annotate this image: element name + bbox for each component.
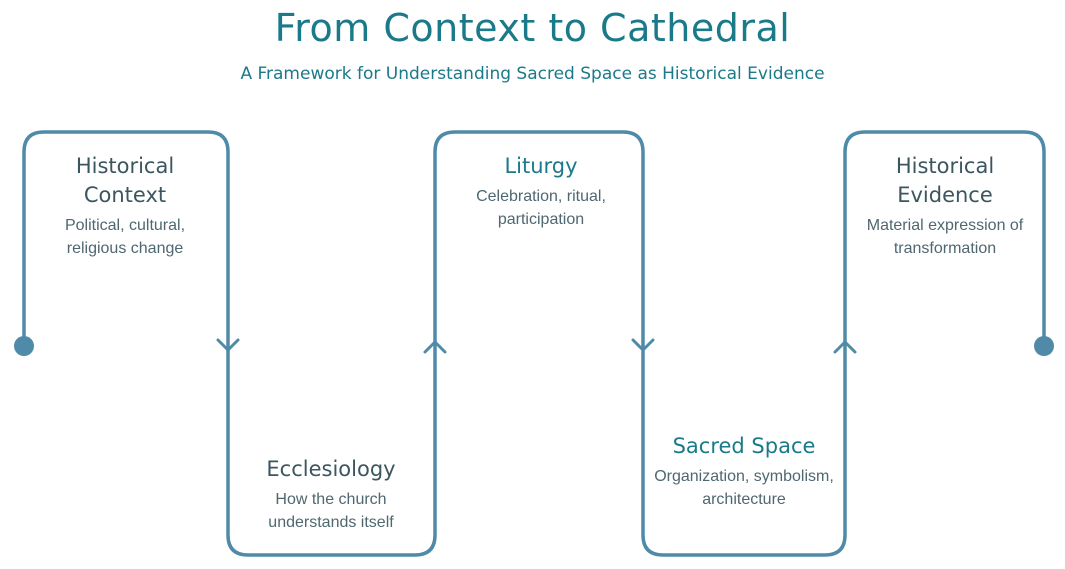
arrow-down-icon [216, 338, 240, 352]
end-dot [1034, 336, 1054, 356]
stage-historical-context: Historical Context Political, cultural, … [35, 152, 215, 260]
stage-title: Historical Evidence [895, 154, 995, 207]
arrow-down-icon [631, 338, 655, 352]
stage-description: Organization, symbolism, architecture [654, 468, 834, 508]
diagram-title: From Context to Cathedral [274, 6, 791, 50]
arrow-up-icon [833, 340, 857, 354]
stage-description: How the church understands itself [268, 491, 394, 531]
start-dot [14, 336, 34, 356]
stage-description: Material expression of transformation [866, 217, 1024, 257]
stage-ecclesiology: Ecclesiology How the church understands … [241, 455, 421, 534]
stage-description: Celebration, ritual, participation [476, 188, 606, 228]
arrow-up-icon [423, 340, 447, 354]
diagram-subtitle: A Framework for Understanding Sacred Spa… [240, 64, 825, 84]
stage-title: Liturgy [504, 154, 578, 178]
serpentine-connector [22, 130, 1046, 557]
stage-sacred-space: Sacred Space Organization, symbolism, ar… [654, 432, 834, 511]
stage-description: Political, cultural, religious change [64, 217, 186, 257]
stage-title: Ecclesiology [266, 457, 396, 481]
stage-historical-evidence: Historical Evidence Material expression … [855, 152, 1035, 260]
stage-title: Sacred Space [672, 434, 816, 458]
stage-title: Historical Context [75, 154, 175, 207]
stage-liturgy: Liturgy Celebration, ritual, participati… [451, 152, 631, 231]
